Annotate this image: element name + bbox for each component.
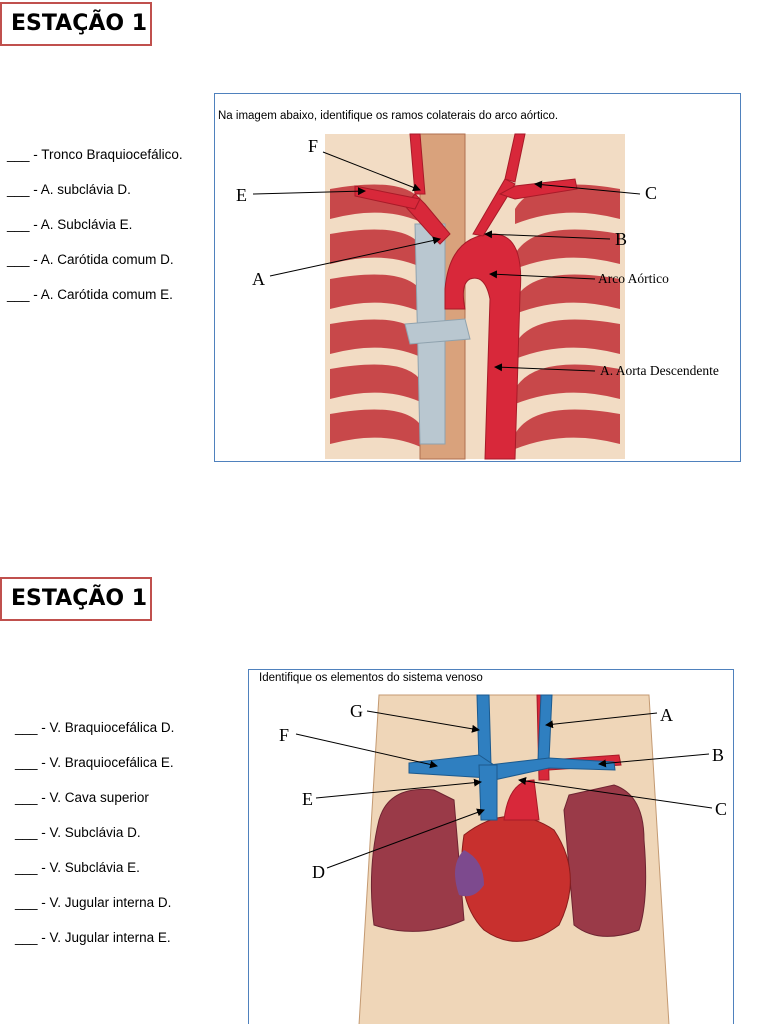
list-item-text: - A. Subclávia E. (29, 217, 133, 232)
answer-blank[interactable]: ___ (7, 252, 30, 267)
label-aortic-arch: Arco Aórtico (598, 271, 669, 286)
list-item: ___ - V. Subclávia D. (15, 825, 174, 860)
answer-blank[interactable]: ___ (15, 930, 38, 945)
list-item: ___ - A. Carótida comum E. (7, 287, 183, 322)
list-item: ___ - V. Braquiocefálica D. (15, 720, 174, 755)
list-item: ___ - A. Subclávia E. (7, 217, 183, 252)
answer-blank[interactable]: ___ (7, 182, 30, 197)
answer-blank[interactable]: ___ (15, 825, 38, 840)
answer-blank[interactable]: ___ (7, 217, 30, 232)
label-g: G (350, 701, 363, 721)
list-item-text: - Tronco Braquiocefálico. (29, 147, 183, 162)
label-c: C (645, 183, 657, 203)
arterial-branch-list: ___ - Tronco Braquiocefálico. ___ - A. s… (7, 147, 183, 322)
station-1-title: ESTAÇÃO 1 (0, 2, 152, 46)
list-item-text: - V. Braquiocefálica D. (37, 720, 175, 735)
list-item-text: - V. Subclávia D. (37, 825, 141, 840)
list-item: ___ - A. Carótida comum D. (7, 252, 183, 287)
answer-blank[interactable]: ___ (7, 287, 30, 302)
list-item-text: - V. Subclávia E. (37, 860, 140, 875)
list-item: ___ - V. Cava superior (15, 790, 174, 825)
answer-blank[interactable]: ___ (15, 895, 38, 910)
answer-blank[interactable]: ___ (15, 860, 38, 875)
label-d: D (312, 862, 325, 882)
lung-drawing (370, 784, 647, 937)
label-e: E (302, 789, 313, 809)
list-item: ___ - Tronco Braquiocefálico. (7, 147, 183, 182)
list-item-text: - A. Carótida comum D. (29, 252, 174, 267)
label-c: C (715, 799, 727, 819)
answer-blank[interactable]: ___ (15, 790, 38, 805)
label-e: E (236, 185, 247, 205)
list-item: ___ - V. Braquiocefálica E. (15, 755, 174, 790)
label-f: F (308, 136, 318, 156)
answer-blank[interactable]: ___ (7, 147, 30, 162)
list-item: ___ - V. Subclávia E. (15, 860, 174, 895)
aortic-arch-illustration: F E C B A Arco Aórtico A. Aorta Descende… (236, 133, 719, 460)
list-item-text: - V. Jugular interna D. (37, 895, 172, 910)
list-item-text: - V. Jugular interna E. (37, 930, 171, 945)
label-b: B (615, 229, 627, 249)
list-item: ___ - V. Jugular interna D. (15, 895, 174, 930)
label-a: A (660, 705, 673, 725)
leader-lines (252, 151, 641, 372)
label-f: F (279, 725, 289, 745)
list-item-text: - A. Carótida comum E. (29, 287, 173, 302)
figure-instruction: Identifique os elementos do sistema veno… (259, 672, 483, 684)
list-item-text: - V. Cava superior (37, 790, 149, 805)
vein-drawing (408, 694, 616, 821)
label-a: A (252, 269, 265, 289)
rib-cage-drawing (325, 134, 625, 459)
list-item-text: - A. subclávia D. (29, 182, 131, 197)
station-2-title: ESTAÇÃO 1 (0, 577, 152, 621)
label-b: B (712, 745, 724, 765)
list-item: ___ - A. subclávia D. (7, 182, 183, 217)
venous-system-figure: Identifique os elementos do sistema veno… (248, 669, 734, 1024)
aorta-drawing (354, 133, 578, 460)
figure-instruction: Na imagem abaixo, identifique os ramos c… (218, 110, 559, 122)
list-item-text: - V. Braquiocefálica E. (37, 755, 174, 770)
aortic-arch-figure: Na imagem abaixo, identifique os ramos c… (214, 93, 741, 462)
venous-system-illustration: G F E D A B C (279, 694, 727, 1024)
venous-element-list: ___ - V. Braquiocefálica D. ___ - V. Bra… (15, 720, 174, 965)
list-item: ___ - V. Jugular interna E. (15, 930, 174, 965)
label-descending-aorta: A. Aorta Descendente (600, 363, 719, 378)
answer-blank[interactable]: ___ (15, 720, 38, 735)
answer-blank[interactable]: ___ (15, 755, 38, 770)
leader-lines (295, 710, 713, 869)
